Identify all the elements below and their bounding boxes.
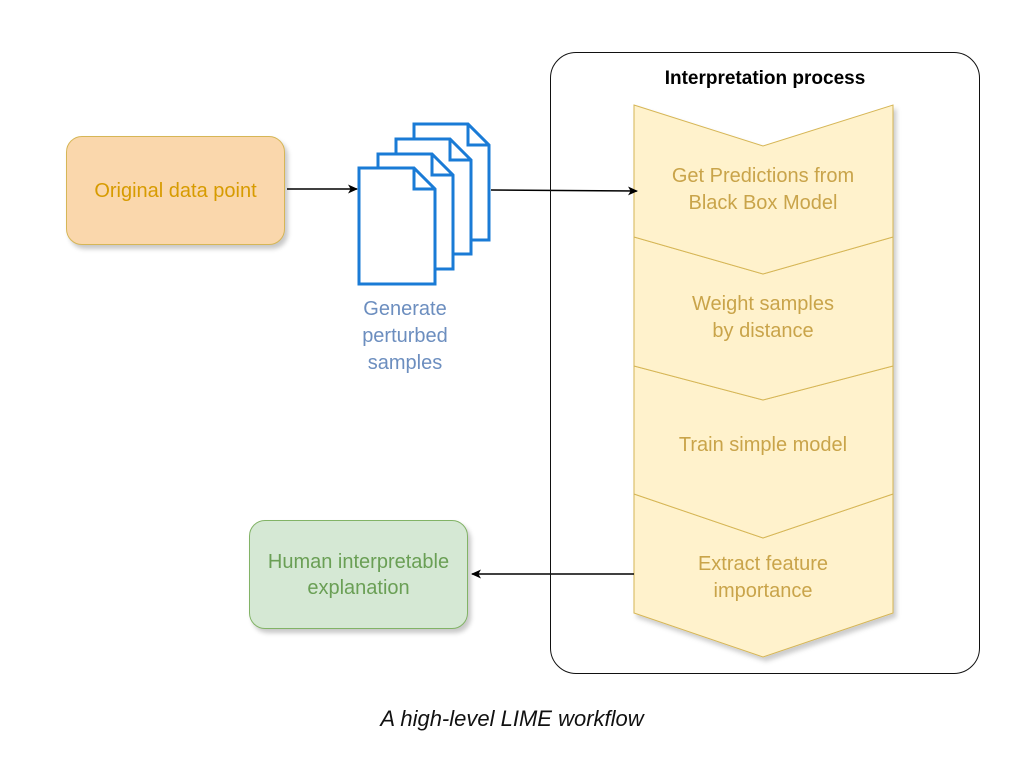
arrow-samples-to-process — [490, 186, 638, 196]
step-label-extract-importance: Extract feature importance — [697, 553, 829, 602]
step-label-weight-samples: Weight samples by distance — [692, 293, 834, 342]
human-explanation-node[interactable]: Human interpretable explanation — [249, 520, 468, 629]
interpretation-process-container — [550, 52, 980, 674]
documents-icon — [357, 122, 491, 286]
samples-label: Generate perturbed samples — [362, 297, 448, 374]
process-steps — [633, 104, 894, 658]
step-shape-1 — [633, 104, 894, 275]
step-label-get-predictions: Get Predictions from Black Box Model — [671, 165, 855, 214]
original-data-point-node[interactable]: Original data point — [66, 136, 285, 245]
process-title: Interpretation process — [664, 68, 866, 89]
step-label-train-model: Train simple model — [678, 433, 848, 456]
figure-caption: A high-level LIME workflow — [380, 706, 644, 731]
document-sheet-1 — [357, 166, 437, 286]
